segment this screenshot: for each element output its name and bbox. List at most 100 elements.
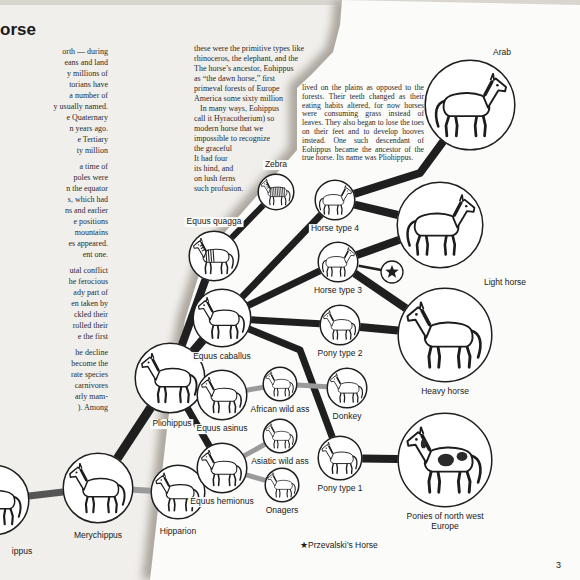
horse-drawing (331, 374, 363, 403)
body-paragraph: lived on the plains as opposed to the fo… (302, 84, 424, 163)
body-text: poles were (0, 173, 108, 183)
horse-drawing (266, 372, 293, 396)
horse-circle: Zebra (257, 173, 295, 211)
body-text: e Tertiary (0, 135, 108, 145)
body-text: eans and land (0, 58, 108, 68)
body-text: es appeared. (0, 239, 108, 249)
body-text: ady part of (0, 288, 108, 298)
body-text: become the (0, 359, 108, 369)
horse-circle: Light horse (396, 181, 484, 269)
lineage-bar (297, 385, 327, 387)
circle-outline (196, 442, 248, 494)
lineage-bar (117, 407, 150, 458)
circle-outline (264, 467, 300, 503)
species-label: Light horse (482, 278, 528, 288)
lineage-bar (357, 240, 399, 255)
horse-circle: Horse type 4 (314, 179, 356, 221)
horse-circle: Equus hemionus (196, 442, 248, 494)
horse-circle: Equus caballus (192, 288, 252, 348)
horse-circle: Donkey (326, 367, 368, 409)
horse-circle: Arab (424, 59, 516, 151)
right-page (150, 0, 580, 580)
body-text: carnivores (0, 381, 108, 391)
body-text: ). Among (0, 403, 108, 413)
horse-drawing (407, 302, 480, 367)
body-text: torians have (0, 80, 108, 90)
horse-circle: African wild ass (262, 366, 298, 402)
circle-outline (424, 59, 516, 151)
circle-outline (62, 452, 134, 524)
lineage-bar (355, 205, 398, 215)
species-label: Pony type 2 (316, 349, 365, 359)
species-label: Equus hemionus (188, 497, 255, 507)
body-text: a number of (0, 91, 108, 101)
species-label: Heavy horse (419, 387, 471, 397)
circle-outline (317, 435, 363, 481)
body-text: impossible to recognize (194, 134, 270, 144)
horse-drawing (320, 186, 352, 215)
body-text: he decline (0, 348, 108, 358)
body-text: ent one. (0, 250, 108, 260)
page-number: 3 (556, 560, 561, 570)
circle-outline (314, 179, 356, 221)
horse-circle: Ponies of north west Europe (397, 412, 493, 508)
branch-line (359, 266, 382, 270)
horse-circle: Merychippus (62, 452, 134, 524)
lineage-bar (251, 320, 320, 324)
horse-circle: Asiatic wild ass (262, 418, 298, 454)
body-text: y usually named. (0, 102, 108, 112)
species-label: Equus asinus (194, 424, 249, 434)
horse-drawing (202, 450, 242, 485)
page-heading: orse (0, 20, 36, 40)
body-text: ty million (0, 146, 108, 156)
horse-circle: Pony type 2 (319, 304, 361, 346)
horse-circle: Horse type 3 (317, 241, 359, 283)
lineage-bar (133, 487, 151, 494)
circle-outline (396, 181, 484, 269)
horse-drawing (268, 473, 295, 497)
body-text: America some sixty million (194, 94, 283, 104)
circle-outline (192, 288, 252, 348)
circle-outline (319, 304, 361, 346)
species-label: Arab (491, 48, 513, 58)
circle-outline (397, 412, 493, 508)
species-label: Horse type 4 (309, 224, 361, 234)
body-text: these were the primitive types like (194, 44, 304, 54)
horse-drawing (436, 73, 506, 136)
star-note: ★Przevalski’s Horse (300, 540, 378, 550)
species-label: Pony type 1 (316, 484, 365, 494)
horse-drawing (322, 442, 357, 473)
lineage-bar (247, 387, 263, 390)
species-label: Hipparion (158, 527, 198, 537)
circle-outline (326, 367, 368, 409)
circle-outline (397, 287, 493, 383)
species-label: Zebra (263, 160, 289, 170)
body-text: its hind, and (194, 164, 233, 174)
horse-drawing (202, 377, 242, 412)
body-text: e Quaternary (0, 113, 108, 123)
lineage-bar (246, 475, 265, 480)
circle-outline (262, 418, 298, 454)
body-text: as “the dawn horse,” first (194, 74, 275, 84)
body-text: arly mam- (0, 392, 108, 402)
circle-outline (317, 241, 359, 283)
body-text: modern horse that we (194, 124, 263, 134)
body-text: a time of (0, 162, 108, 172)
body-text: ckled their (0, 310, 108, 320)
body-text: on lush ferns (194, 174, 235, 184)
circle-outline (0, 464, 30, 536)
body-text: primeval forests of Europe (194, 84, 280, 94)
lineage-bar (360, 327, 398, 331)
body-text: utal conflict (0, 266, 108, 276)
body-text: n years ago. (0, 124, 108, 134)
horse-drawing (142, 353, 197, 402)
species-label: African wild ass (248, 405, 311, 415)
species-label: ippus (10, 547, 34, 557)
species-label: Ponies of north west Europe (395, 512, 495, 532)
horse-drawing (70, 463, 125, 512)
circle-outline (262, 366, 298, 402)
body-text: en taken by (0, 299, 108, 309)
body-text: The horse’s ancestor, Eohippus (194, 64, 294, 74)
lineage-bar (249, 329, 332, 437)
